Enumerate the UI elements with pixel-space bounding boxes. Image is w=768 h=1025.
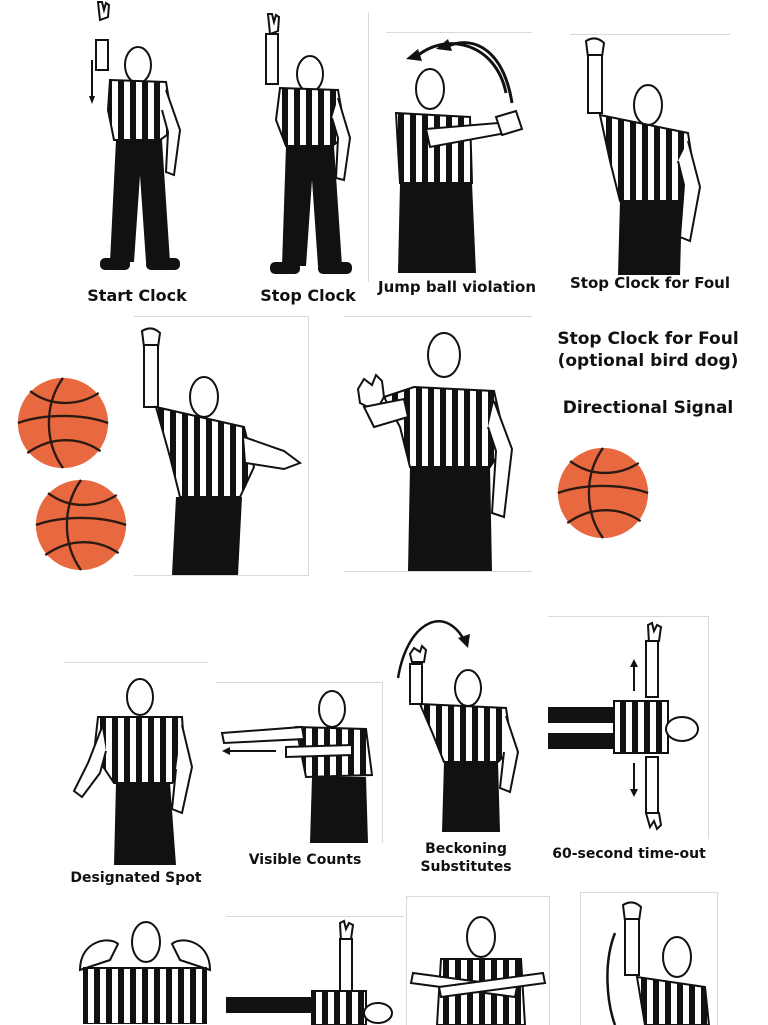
jump-ball-label: Jump ball violation	[378, 278, 536, 296]
visible-counts-figure	[216, 682, 383, 843]
stop-clock-foul-bird-dog-figure	[134, 316, 309, 576]
stop-clock-foul-bird-dog-label: Stop Clock for Foul (optional bird dog)	[548, 328, 748, 372]
stop-clock-label: Stop Clock	[260, 286, 356, 305]
designated-spot-figure	[64, 662, 208, 865]
directional-signal-label: Directional Signal	[562, 398, 734, 418]
timeout-60-label: 60-second time-out	[552, 846, 706, 862]
bird-dog-line-1: Stop Clock for Foul	[557, 329, 739, 349]
beckoning-substitutes-figure	[388, 608, 538, 832]
directional-signal-figure	[344, 316, 532, 572]
beckoning-substitutes-label: Beckoning Substitutes	[394, 840, 538, 876]
visible-counts-label: Visible Counts	[248, 852, 362, 868]
designated-spot-label: Designated Spot	[70, 870, 202, 886]
signal-figure-bottom-3	[406, 896, 550, 1025]
stop-clock-foul-label: Stop Clock for Foul	[570, 274, 730, 292]
basketball-icon	[16, 376, 110, 470]
stop-clock-foul-figure	[570, 34, 730, 275]
stop-clock-figure	[246, 10, 370, 288]
beckoning-line-1: Beckoning	[425, 841, 507, 857]
basketball-icon	[34, 478, 128, 572]
jump-ball-figure	[386, 32, 532, 273]
start-clock-label: Start Clock	[87, 286, 187, 305]
start-clock-figure	[70, 0, 200, 280]
basketball-icon	[556, 446, 650, 540]
signal-figure-bottom-2	[226, 916, 404, 1025]
signal-figure-bottom-4	[580, 892, 718, 1025]
signal-figure-bottom-1	[70, 910, 220, 1024]
bird-dog-line-2: (optional bird dog)	[557, 351, 739, 372]
divider	[368, 12, 369, 282]
beckoning-line-2: Substitutes	[420, 859, 512, 876]
timeout-60-figure	[548, 616, 709, 839]
